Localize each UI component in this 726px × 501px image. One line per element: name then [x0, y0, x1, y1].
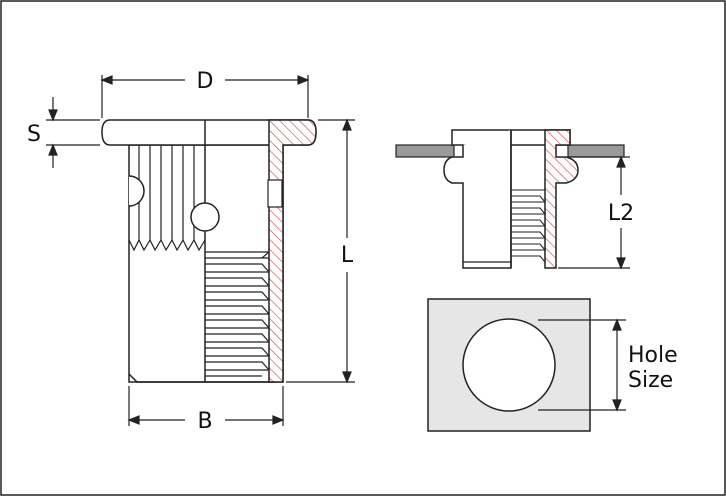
hole-circle	[462, 318, 556, 412]
dimension-l	[286, 118, 355, 384]
label-b: B	[197, 409, 212, 434]
side-hole-left	[128, 175, 145, 207]
label-s: S	[27, 122, 41, 147]
label-l: L	[341, 243, 354, 268]
dimension-l2	[558, 155, 630, 270]
installed-view: L2	[395, 129, 634, 270]
label-size: Size	[628, 368, 673, 393]
sheet-plate-right	[567, 144, 625, 158]
section-hatch-main	[268, 119, 317, 383]
hole-size-view: Hole Size	[427, 298, 678, 432]
section-hatch-installed	[544, 129, 579, 269]
dimension-s	[46, 97, 100, 168]
installed-body-left	[443, 130, 512, 269]
label-hole: Hole	[628, 343, 678, 368]
label-d: D	[197, 69, 214, 94]
internal-threads-main	[205, 251, 270, 377]
sheet-plate-left	[395, 144, 455, 158]
label-l2: L2	[608, 201, 634, 226]
dimension-hole-size	[538, 318, 626, 412]
internal-threads-installed	[511, 189, 547, 263]
dimension-d	[100, 75, 310, 118]
dimension-b	[127, 386, 285, 426]
wall-slot	[267, 179, 283, 208]
side-hole-right	[190, 202, 220, 232]
knurl-teeth	[128, 238, 206, 252]
